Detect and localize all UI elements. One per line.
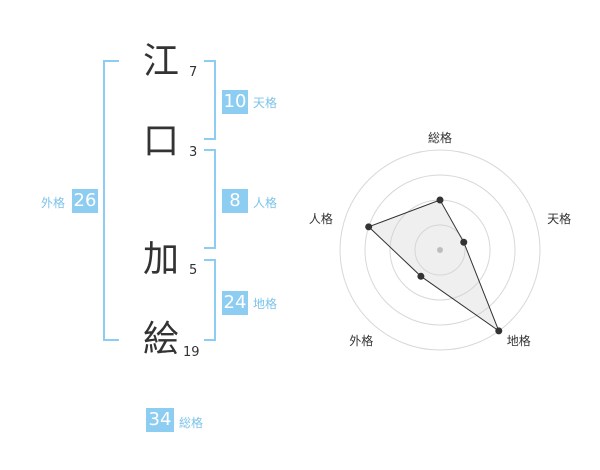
tenkaku-bracket [204,60,216,140]
radar-axis-label-2: 天格 [547,211,571,226]
gaikaku-badge: 26 [72,189,98,213]
radar-axis-label-3: 地格 [507,333,531,348]
radar-axis-label-4: 外格 [349,333,373,348]
radar-ring [414,224,466,276]
jinkaku-label: 人格 [253,196,278,210]
radar-axis-label-1: 総格 [428,130,452,145]
radar-point-2 [460,238,468,246]
tenkaku-badge: 10 [222,90,248,114]
chikaku-label: 地格 [253,297,278,311]
radar-point-4 [417,272,425,280]
jinkaku-badge: 8 [222,189,248,213]
radar-ring [364,174,516,326]
radar-point-5 [365,223,373,231]
name-char-4: 絵 [143,319,180,360]
stroke-count-3: 5 [189,263,198,278]
name-char-1: 江 [143,41,180,82]
radar-center [437,247,443,253]
gaikaku-bracket [103,60,119,341]
name-char-3: 加 [143,239,180,280]
stroke-count-1: 7 [189,65,198,80]
tenkaku-label: 天格 [253,96,278,110]
jinkaku-bracket [204,149,216,249]
gaikaku-label: 外格 [41,196,66,210]
soukaku-badge: 34 [146,408,174,432]
radar-point-3 [495,327,503,335]
radar-axis-label-5: 人格 [309,211,333,226]
radar-ring [339,149,541,351]
stroke-count-2: 3 [189,145,198,160]
radar-point-1 [436,196,444,204]
stroke-count-4: 19 [183,345,200,360]
soukaku-label: 総格 [179,416,204,430]
chikaku-badge: 24 [222,291,248,315]
radar-area [367,199,500,333]
name-char-2: 口 [143,121,180,162]
chikaku-bracket [204,259,216,341]
